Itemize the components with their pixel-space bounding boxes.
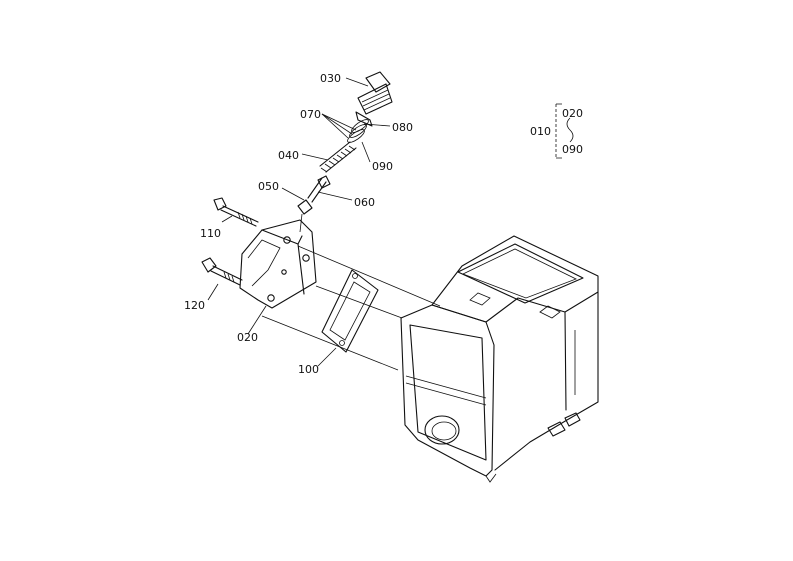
bolt-110 <box>213 197 259 227</box>
callout-050: 050 <box>258 180 279 193</box>
legend-bracket <box>555 103 574 159</box>
callout-100: 100 <box>298 363 319 376</box>
callout-080: 080 <box>392 121 413 134</box>
plug-030 <box>355 71 393 127</box>
callout-070: 070 <box>300 108 321 121</box>
assembly-lines <box>261 213 441 371</box>
pump-cover <box>239 219 317 309</box>
legend-090: 090 <box>562 143 583 156</box>
gasket <box>321 269 379 353</box>
spring-040 <box>319 141 357 173</box>
callout-060: 060 <box>354 196 375 209</box>
callout-120: 120 <box>184 299 205 312</box>
leader-lines <box>207 77 391 367</box>
callout-010: 010 <box>530 125 551 138</box>
bolt-120 <box>201 257 243 286</box>
callout-labels: 030 070 080 040 090 050 060 110 120 020 … <box>184 72 583 376</box>
washers-070 <box>347 119 369 143</box>
valve-parts <box>297 175 331 215</box>
callout-030: 030 <box>320 72 341 85</box>
callout-040: 040 <box>278 149 299 162</box>
callout-110: 110 <box>200 227 221 240</box>
callout-090: 090 <box>372 160 393 173</box>
callout-020: 020 <box>237 331 258 344</box>
legend-020: 020 <box>562 107 583 120</box>
engine-block <box>400 235 599 483</box>
